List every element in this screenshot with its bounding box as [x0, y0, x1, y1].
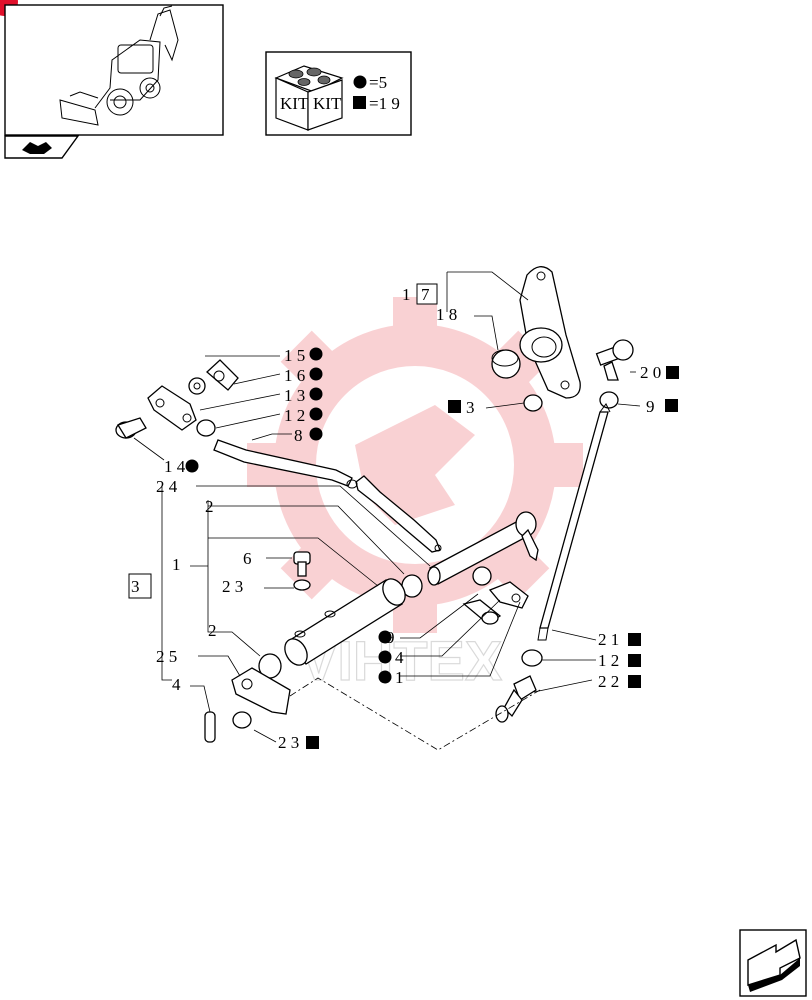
callout-18: 1 8: [436, 305, 457, 324]
nut-12-left: [196, 419, 216, 437]
ball-joint: [595, 339, 634, 381]
callout-4: 4: [172, 675, 181, 694]
callout-12-left-mark: [309, 407, 323, 421]
nav-arrow-icon[interactable]: [4, 135, 80, 159]
callout-23-upper: 2 3: [222, 577, 243, 596]
callout-12-right: 1 2: [598, 651, 619, 670]
callout-23-lower: 2 3: [278, 733, 299, 752]
callout-1: 1: [172, 555, 181, 574]
small-clevis: [488, 581, 529, 609]
callout-12-right-mark: [628, 654, 641, 667]
ball-joint-lower: [495, 675, 537, 723]
washer-plate: [188, 359, 239, 395]
callout-9: 9: [646, 397, 655, 416]
small-pin: [462, 599, 502, 625]
square-symbol: [353, 96, 366, 109]
callout-9-dot: 9: [386, 628, 395, 647]
callout-16: 1 6: [284, 366, 305, 385]
callout-2-upper: 2: [205, 497, 214, 516]
callout-3-box: [128, 573, 152, 599]
leader-lines: [133, 271, 641, 743]
callout-24: 2 4: [156, 477, 178, 496]
nut-23: [232, 711, 252, 729]
callout-3: 3: [466, 398, 475, 417]
callout-20-mark: [666, 366, 679, 379]
callout-25: 2 5: [156, 647, 177, 666]
callout-13-mark: [309, 387, 323, 401]
tractor-thumbnail[interactable]: [4, 4, 224, 136]
nut: [523, 394, 543, 412]
linkage-rod: [213, 439, 442, 553]
callout-22-mark: [628, 675, 641, 688]
nut-12: [521, 649, 543, 667]
callout-20: 2 0: [640, 363, 661, 382]
lever-plate: [519, 266, 581, 399]
callout-17: 7: [421, 285, 430, 304]
callout-2-lower: 2: [208, 621, 217, 640]
callout-3-boxed: 3: [131, 577, 140, 596]
callout-4-dot-mark: [378, 650, 392, 664]
kit-label-left: KIT: [280, 94, 309, 113]
callout-14-mark: [185, 459, 199, 473]
long-rod: [537, 403, 611, 641]
dash-centerline: [289, 677, 541, 751]
kit-label-right: KIT: [313, 94, 342, 113]
callout-13: 1 3: [284, 386, 305, 405]
roll-pin: [204, 711, 216, 743]
callout-9-mark: [665, 399, 678, 412]
kit-box: KIT KIT =5 =1 9: [265, 51, 412, 136]
callout-15-mark: [309, 347, 323, 361]
bushing: [491, 349, 521, 379]
main-tube: [284, 578, 406, 666]
kit-box-icon: [274, 65, 344, 131]
callout-12-left: 1 2: [284, 406, 305, 425]
bracket-25: [231, 667, 291, 715]
clevis: [147, 385, 197, 431]
callout-23-lower-mark: [306, 736, 319, 749]
callout-21: 2 1: [598, 630, 619, 649]
small-nut: [472, 566, 492, 586]
callout-16-mark: [309, 367, 323, 381]
callout-9-dot-mark: [378, 630, 392, 644]
callout-4-dot: 4: [395, 648, 404, 667]
callout-14: 1 4: [164, 457, 186, 476]
legend-square-text: =1 9: [369, 94, 400, 113]
callout-15: 1 5: [284, 346, 305, 365]
callout-1-dot: 1: [395, 668, 404, 687]
nut-9: [599, 391, 619, 409]
callouts: 1 7 1 8 1 5 1 6 1 3 1 2 8 1 4 2 0 3 9 2 …: [128, 283, 679, 752]
callout-8-mark: [309, 427, 323, 441]
next-page-arrow-icon[interactable]: [739, 929, 807, 997]
cross-shaft: [427, 511, 539, 586]
bolt-6: [293, 551, 311, 591]
callout-3-mark: [448, 400, 461, 413]
callout-21-mark: [628, 633, 641, 646]
clevis-pin: [115, 417, 147, 439]
callout-17-box: [416, 283, 438, 305]
callout-1-dot-mark: [378, 670, 392, 684]
callout-6: 6: [243, 549, 252, 568]
callout-8: 8: [294, 426, 303, 445]
legend-circle-text: =5: [369, 73, 387, 92]
callout-22: 2 2: [598, 672, 619, 691]
callout-17-prefix: 1: [402, 285, 411, 304]
circle-symbol: [353, 75, 367, 89]
